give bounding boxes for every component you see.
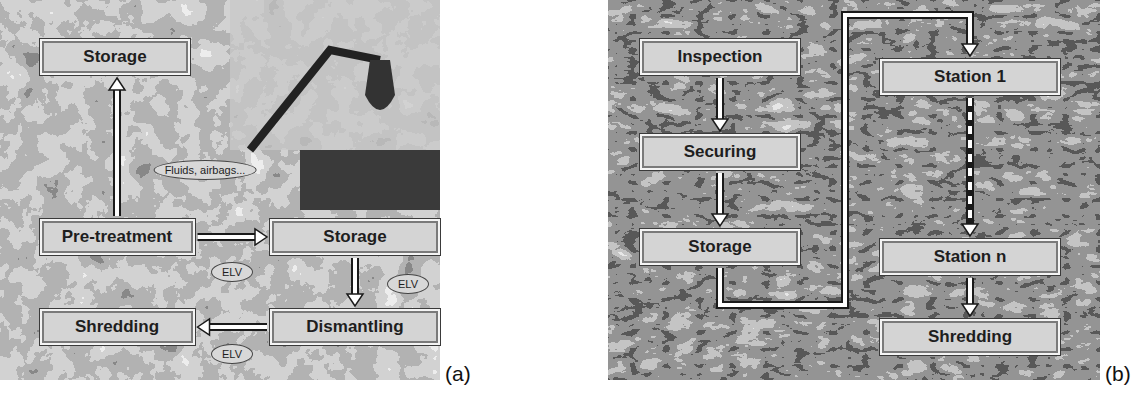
flow-arrow (198, 229, 268, 245)
box-label: Shredding (63, 317, 171, 337)
process-box: Inspection (640, 39, 800, 75)
flow-arrow (962, 98, 978, 236)
box-label: Storage (71, 47, 158, 67)
flow-arrow (962, 278, 978, 316)
process-box: Storage (270, 219, 440, 255)
process-box: Pre-treatment (40, 219, 195, 255)
box-label: Pre-treatment (50, 227, 185, 247)
box-label: Storage (311, 227, 398, 247)
edge-label: ELV (387, 274, 429, 294)
crane-grab (365, 60, 395, 110)
edge-label: ELV (211, 344, 253, 364)
edge-label: ELV (211, 262, 253, 282)
panel-label: (a) (445, 362, 471, 386)
flow-arrow (712, 173, 728, 226)
process-box: Station n (880, 239, 1060, 275)
flow-arrow (712, 78, 728, 131)
process-box: Shredding (40, 309, 195, 345)
process-box: Station 1 (880, 59, 1060, 95)
process-box: Shredding (880, 319, 1060, 355)
box-label: Station n (922, 247, 1019, 267)
box-label: Shredding (916, 327, 1024, 347)
box-label: Station 1 (922, 67, 1018, 87)
box-label: Storage (676, 237, 763, 257)
process-box: Dismantling (270, 309, 440, 345)
scrap-photo-a (0, 0, 440, 380)
process-box: Storage (640, 229, 800, 265)
container (300, 150, 440, 210)
box-label: Securing (672, 142, 769, 162)
crane-arm (250, 50, 380, 150)
edge-label: Fluids, airbags... (154, 160, 257, 180)
box-label: Inspection (665, 47, 774, 67)
flow-arrow (347, 258, 363, 306)
process-box: Securing (640, 134, 800, 170)
flow-arrow (198, 319, 268, 335)
sky-area (230, 0, 440, 150)
scrap-photo-b (608, 0, 1100, 380)
panel-label: (b) (1105, 362, 1131, 386)
process-box: Storage (40, 39, 190, 75)
box-label: Dismantling (294, 317, 415, 337)
flow-arrow (109, 78, 125, 216)
